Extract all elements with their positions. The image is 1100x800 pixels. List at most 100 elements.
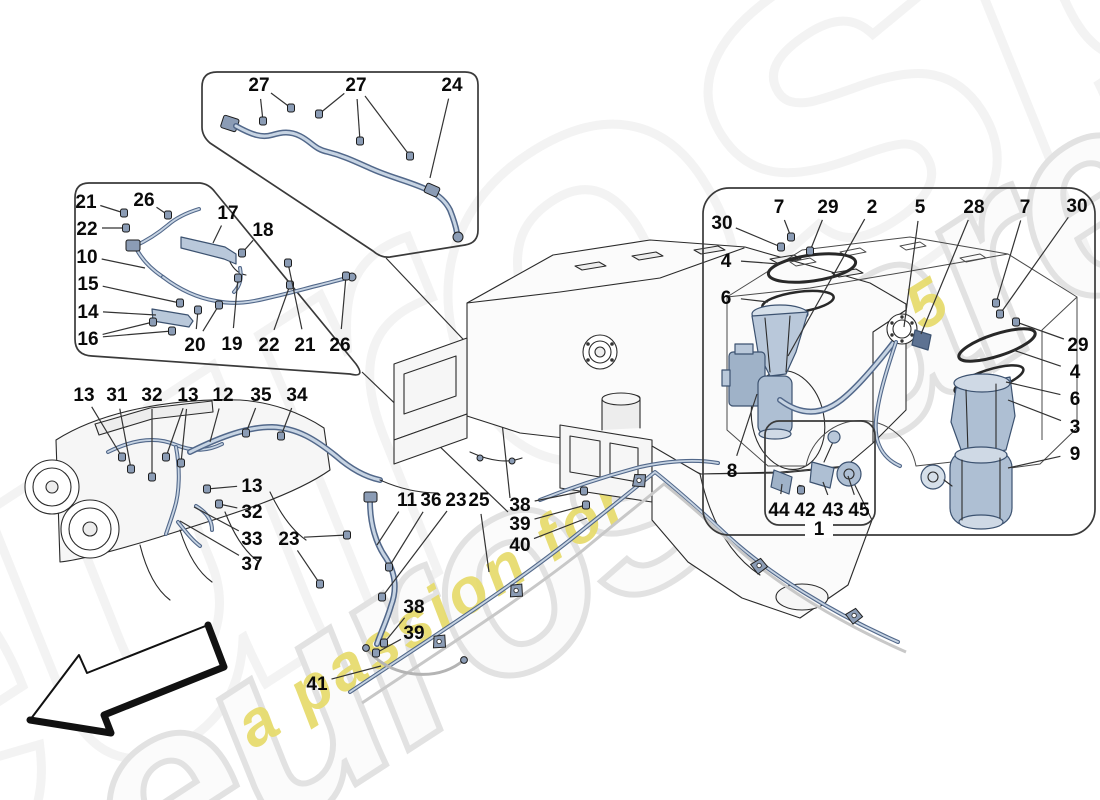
part-number-label: 2	[867, 197, 878, 218]
breather-pipe-24	[233, 123, 460, 236]
hardware-glyph	[1012, 317, 1020, 327]
part-callout-26: 26	[133, 190, 172, 220]
part-callout-30: 30	[996, 196, 1088, 319]
part-callout-30: 30	[711, 213, 785, 252]
hardware-glyph	[127, 464, 135, 474]
left-detail-box	[74, 182, 361, 376]
part-number-label: 39	[509, 514, 530, 535]
hardware-glyph	[356, 136, 364, 146]
part-number-label: 44	[768, 500, 790, 521]
part-number-label: 8	[727, 461, 738, 482]
part-number-label: 45	[848, 500, 870, 521]
part-number-label: 22	[258, 335, 279, 356]
part-callout-35: 35	[242, 385, 272, 438]
part-number-label: 30	[711, 213, 732, 234]
bracket-14	[151, 308, 194, 328]
fuel-pump-assembly-left	[721, 304, 809, 440]
filler-flange	[582, 334, 618, 370]
part-callout-27: 27	[315, 75, 414, 161]
part-callout-21: 21	[75, 192, 128, 218]
part-number-label: 40	[509, 535, 530, 556]
part-callout-32: 32	[141, 385, 163, 482]
part-callout-15: 15	[77, 274, 184, 308]
part-number-label: 36	[420, 490, 441, 511]
part-number-label: 39	[403, 623, 424, 644]
part-number-label: 43	[822, 500, 843, 521]
part-callout-4: 4	[721, 251, 780, 272]
part-number-label: 31	[106, 385, 128, 406]
hardware-glyph	[287, 103, 295, 113]
hardware-glyph	[168, 326, 176, 336]
part-callout-8: 8	[727, 393, 758, 482]
fuel-lines	[348, 458, 907, 705]
hardware-glyph	[343, 530, 351, 540]
part-number-label: 28	[963, 197, 984, 218]
hardware-glyph	[582, 500, 590, 510]
hardware-glyph	[992, 298, 1000, 308]
part-callout-13: 13	[203, 476, 263, 497]
part-number-label: 4	[721, 251, 732, 272]
part-callout-24: 24	[429, 75, 463, 179]
part-callout-37: 37	[179, 520, 263, 575]
hardware-glyph	[215, 499, 223, 509]
part-number-label: 11	[397, 490, 418, 511]
part-callout-20: 20	[184, 300, 223, 356]
part-number-label: 10	[76, 247, 97, 268]
part-callout-33: 33	[193, 506, 263, 550]
fuel-pump-assembly-right	[920, 373, 1016, 530]
float-ball	[827, 430, 841, 444]
hardware-glyph	[176, 298, 184, 308]
part-callout-21: 21	[284, 258, 316, 356]
part-callout-14: 14	[77, 302, 157, 323]
part-number-label: 22	[76, 219, 97, 240]
hardware-glyph	[315, 109, 323, 119]
part-callout-39: 39	[509, 500, 590, 535]
hardware-glyph	[378, 592, 386, 602]
hardware-glyph	[118, 452, 126, 462]
part-callout-40: 40	[509, 517, 588, 556]
hardware-glyph	[372, 648, 380, 658]
plenum-body	[55, 399, 331, 563]
part-callout-9: 9	[1007, 444, 1081, 469]
hardware-glyph	[316, 579, 324, 589]
hardware-glyph	[120, 208, 128, 218]
hardware-glyph	[777, 242, 785, 252]
part-number-label: 23	[445, 490, 466, 511]
part-number-label: 38	[403, 597, 424, 618]
part-number-label: 7	[1020, 197, 1031, 218]
bracket-17	[180, 236, 237, 265]
part-callout-23: 23	[278, 529, 351, 589]
part-number-label: 27	[248, 75, 269, 96]
part-callout-41: 41	[306, 665, 382, 695]
part-number-label: 20	[184, 335, 205, 356]
part-callout-4: 4	[1012, 349, 1081, 383]
part-number-label: 41	[306, 674, 328, 695]
part-number-label: 4	[1070, 362, 1081, 383]
part-callout-42: 42	[794, 485, 816, 521]
part-number-label: 17	[217, 203, 238, 224]
part-number-label: 23	[278, 529, 299, 550]
part-callout-6: 6	[1005, 381, 1081, 410]
part-callout-45: 45	[847, 475, 870, 521]
hardware-glyph	[234, 273, 242, 283]
part-callout-10: 10	[76, 247, 146, 269]
hardware-glyph	[122, 223, 130, 233]
part-callout-36: 36	[385, 490, 442, 572]
part-number-label: 26	[133, 190, 154, 211]
part-number-label: 7	[774, 197, 785, 218]
part-number-label: 3	[1070, 417, 1081, 438]
part-number-label: 6	[1070, 389, 1081, 410]
top-detail-box	[201, 71, 479, 258]
part-number-label: 25	[468, 490, 490, 511]
part-number-label: 19	[221, 334, 242, 355]
part-number-label: 13	[73, 385, 94, 406]
part-number-label: 9	[1070, 444, 1081, 465]
part-callout-44: 44	[768, 483, 790, 521]
hardware-glyph	[380, 638, 388, 648]
right-detail-box	[702, 187, 1096, 536]
part-callout-22: 22	[76, 219, 130, 240]
hardware-glyph	[242, 428, 250, 438]
part-callout-39: 39	[372, 623, 425, 658]
